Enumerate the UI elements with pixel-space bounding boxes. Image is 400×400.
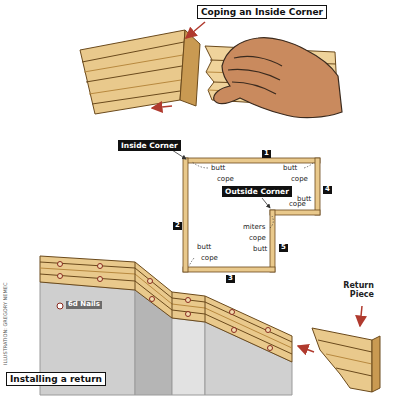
corner-tag: Inside Corner (118, 140, 181, 151)
corner-tag: Outside Corner (222, 186, 292, 197)
dotted-leader (192, 162, 208, 168)
joint-label: butt (196, 244, 212, 252)
joint-label: cope (216, 176, 235, 184)
box-text: Coping an Inside Corner (201, 7, 323, 17)
callout-number: 5 (279, 244, 288, 252)
nail-label: 6d Nails (66, 301, 102, 309)
callout-number: 4 (323, 186, 332, 194)
callout-number: 2 (173, 222, 182, 230)
joint-label: butt (282, 165, 298, 173)
dotted-leader (304, 162, 314, 168)
pointer-arrow (298, 346, 314, 352)
callout-number: 3 (226, 275, 235, 283)
nail-marks (57, 262, 273, 351)
joint-label: butt (252, 246, 268, 254)
leader-line (262, 198, 270, 208)
pointer-arrow (152, 106, 172, 108)
joint-label: cope (288, 201, 307, 209)
joint-label: cope (248, 235, 267, 243)
heading-box: Installing a return (6, 372, 106, 386)
box-text: Inside Corner (121, 141, 178, 150)
left-molding (80, 30, 200, 114)
box-text: Installing a return (10, 374, 102, 384)
leader-line (172, 150, 186, 159)
joint-label: butt (210, 165, 226, 173)
credit-watermark: ILLUSTRATION: GREGORY NEMEC (3, 283, 9, 365)
callout-number: 1 (262, 150, 271, 158)
hand (214, 38, 342, 118)
room-plan (183, 158, 320, 272)
box-text: Outside Corner (225, 187, 289, 196)
part-label: Return Piece (330, 282, 374, 300)
pointer-arrow (360, 306, 362, 326)
joint-label: miters (242, 224, 266, 232)
joint-label: cope (200, 255, 219, 263)
heading-box: Coping an Inside Corner (197, 5, 327, 19)
pointer-arrow (186, 22, 205, 38)
dotted-leader (270, 216, 273, 228)
dotted-leader (189, 258, 194, 266)
crown-molding-run (40, 256, 292, 362)
return-piece (312, 328, 380, 392)
joint-label: cope (290, 176, 309, 184)
